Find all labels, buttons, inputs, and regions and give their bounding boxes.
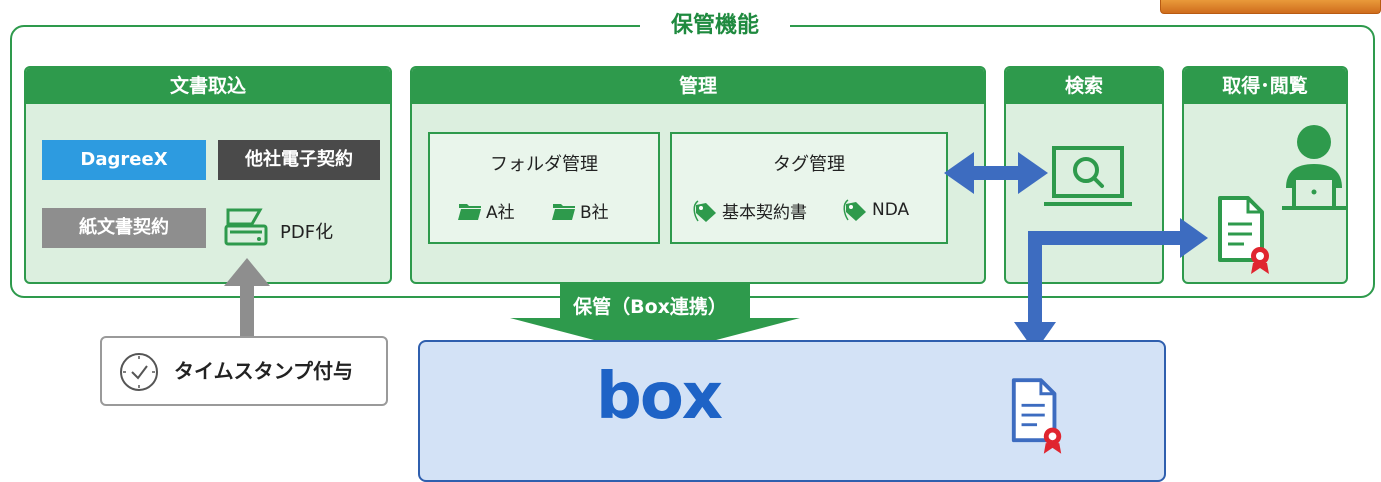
folder-management-box: フォルダ管理 A社 B社: [428, 132, 660, 244]
folder-icon: [458, 203, 481, 220]
tag-icon: [693, 199, 716, 222]
dagreex-badge[interactable]: DagreeX: [42, 140, 206, 180]
tag-label-basic: 基本契約書: [722, 203, 807, 223]
laptop-search-icon: [1044, 146, 1132, 206]
panel-search: 検索: [1004, 66, 1164, 284]
folder-item-a[interactable]: A社: [458, 198, 515, 223]
panel-view-title: 取得･閲覧: [1184, 68, 1346, 104]
storage-banner-label: 保管（Box連携）: [573, 296, 727, 318]
certificate-icon: [1011, 378, 1062, 454]
clock-icon: [120, 353, 158, 391]
panel-manage: 管理 フォルダ管理 A社 B社 タグ管理 基本契約書 NDA: [410, 66, 986, 284]
folder-label-b: B社: [580, 203, 609, 223]
section-title: 保管機能: [640, 8, 790, 44]
timestamp-label: タイムスタンプ付与: [174, 359, 353, 383]
panel-import: 文書取込 DagreeX 他社電子契約 紙文書契約 PDF化: [24, 66, 392, 284]
corner-accent: [1160, 0, 1381, 14]
box-logo: box: [596, 360, 723, 434]
timestamp-box: タイムスタンプ付与: [100, 336, 388, 406]
pdf-label: PDF化: [280, 222, 334, 243]
folder-item-b[interactable]: B社: [552, 198, 609, 223]
tag-icon: [843, 199, 866, 221]
panel-view: 取得･閲覧: [1182, 66, 1348, 284]
folder-icon: [552, 203, 575, 220]
scanner-icon: [224, 208, 268, 246]
tag-item-basic[interactable]: 基本契約書: [692, 198, 807, 223]
tag-management-title: タグ管理: [773, 154, 845, 175]
tag-label-nda: NDA: [872, 200, 910, 220]
panel-search-title: 検索: [1006, 68, 1162, 104]
user-computer-icon: [1282, 125, 1346, 210]
paper-contract-badge[interactable]: 紙文書契約: [42, 208, 206, 248]
panel-manage-title: 管理: [412, 68, 984, 104]
folder-label-a: A社: [486, 203, 515, 223]
certificate-icon: [1218, 196, 1269, 274]
tag-item-nda[interactable]: NDA: [842, 198, 909, 222]
panel-import-title: 文書取込: [26, 68, 390, 104]
other-contract-badge[interactable]: 他社電子契約: [218, 140, 380, 180]
folder-management-title: フォルダ管理: [490, 154, 598, 175]
tag-management-box: タグ管理 基本契約書 NDA: [670, 132, 948, 244]
